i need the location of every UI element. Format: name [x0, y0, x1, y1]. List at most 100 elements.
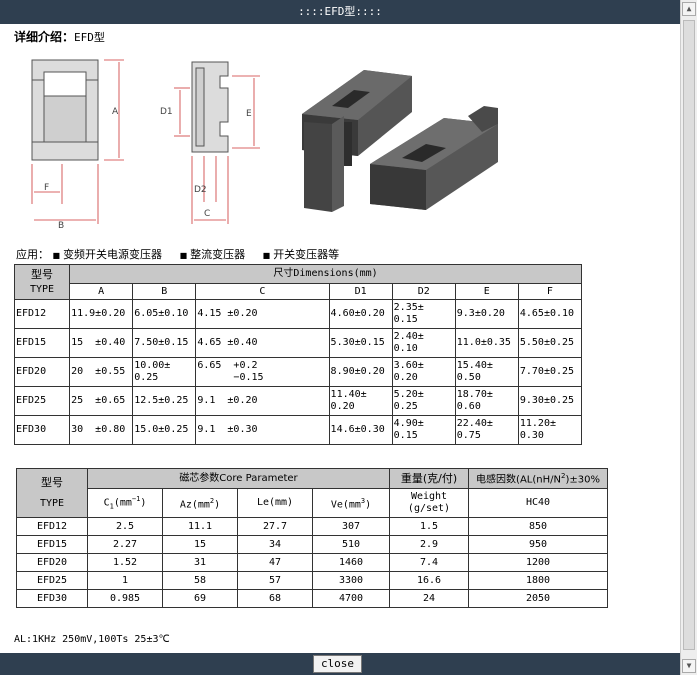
dimension-value: 5.30±0.15 — [330, 337, 385, 348]
dim-label-d2: D2 — [194, 185, 207, 195]
dimension-value: 9.30±0.25 — [519, 395, 575, 406]
dimension-value: 3.60± — [393, 360, 424, 371]
dimension-value: 6.05±0.10 — [134, 308, 189, 319]
dimension-value: 0.20 — [330, 401, 355, 412]
le-header: Le(mm) — [237, 488, 313, 518]
dimension-cell: 15.40±0.50 — [454, 357, 519, 387]
vertical-scrollbar[interactable]: ▲ ▼ — [680, 0, 697, 675]
dimensions-header: 尺寸Dimensions(mm) — [69, 264, 582, 284]
weight-cell: 7.4 — [389, 553, 469, 572]
dimension-cell: 18.70±0.60 — [454, 386, 519, 416]
dimension-cell: 6.65 +0.2 −0.15 — [195, 357, 330, 387]
al-cell: 850 — [468, 517, 608, 536]
bullet-icon: ■ — [262, 250, 271, 260]
table-header-row: C1(mm−1) Az(mm2) Le(mm) Ve(mm3) Weight(g… — [17, 488, 608, 518]
application-item: ■开关变压器等 — [262, 248, 340, 261]
inductance-header: 电感因数(AL(nH/N2)±30% — [468, 468, 608, 489]
dimension-value: 11.0±0.35 — [456, 337, 511, 348]
weight-cell: 2.9 — [389, 535, 469, 554]
dimension-value: 9.1 ±0.30 — [197, 424, 258, 435]
dimension-value: 0.10 — [393, 343, 418, 354]
window-titlebar: ::::EFD型:::: — [0, 0, 680, 24]
dimension-cell: 30 ±0.80 — [69, 415, 134, 445]
dimension-cell: 11.40±0.20 — [328, 386, 393, 416]
column-header: B — [132, 283, 197, 300]
type-cell: EFD15 — [13, 328, 71, 358]
dimension-value: 12.5±0.25 — [134, 395, 189, 406]
az-cell: 11.1 — [162, 517, 238, 536]
dimension-value: 15 ±0.40 — [71, 337, 126, 348]
ve-cell: 510 — [312, 535, 390, 554]
c1-cell: 1 — [87, 571, 163, 590]
dimension-cell: 9.1 ±0.20 — [195, 386, 330, 416]
detail-label: 详细介绍： — [14, 30, 75, 44]
column-header: A — [69, 283, 134, 300]
dimension-cell: 12.5±0.25 — [132, 386, 197, 416]
dimension-cell: 6.05±0.10 — [132, 299, 197, 329]
detail-heading: 详细介绍：EFD型 — [14, 28, 674, 45]
dimensions-table: 型号 TYPE 尺寸Dimensions(mm) A B C D1 D2 E F… — [13, 264, 583, 445]
material-header: HC40 — [468, 488, 608, 518]
column-header: F — [517, 283, 583, 300]
type-cell: EFD30 — [16, 589, 88, 608]
dimension-value: 11.20± — [519, 418, 556, 429]
dimension-value: 9.3±0.20 — [456, 308, 505, 319]
dimension-value: 4.65±0.10 — [519, 308, 575, 319]
dimension-value: 8.90±0.20 — [330, 366, 385, 377]
al-cell: 1800 — [468, 571, 608, 590]
type-header: 型号 TYPE — [16, 468, 88, 518]
type-cell: EFD25 — [16, 571, 88, 590]
applications-label: 应用： — [16, 248, 49, 261]
column-header: D2 — [391, 283, 456, 300]
type-cell: EFD25 — [13, 386, 71, 416]
c1-cell: 2.27 — [87, 535, 163, 554]
close-button[interactable]: close — [313, 655, 362, 673]
ve-cell: 307 — [312, 517, 390, 536]
bullet-icon: ■ — [52, 250, 61, 260]
dimension-value: 14.6±0.30 — [330, 424, 385, 435]
al-cell: 1200 — [468, 553, 608, 572]
dimension-cell: 22.40±0.75 — [454, 415, 519, 445]
dimension-value: 10.00± — [134, 360, 171, 371]
scroll-up-arrow-icon[interactable]: ▲ — [682, 2, 696, 16]
dimension-value: 0.20 — [393, 372, 418, 383]
scroll-thumb[interactable] — [683, 20, 695, 650]
dimension-value: 4.15 ±0.20 — [197, 308, 258, 319]
c1-header: C1(mm−1) — [87, 488, 163, 518]
type-header: 型号 TYPE — [13, 264, 71, 300]
le-cell: 57 — [237, 571, 313, 590]
dimension-cell: 2.35±0.15 — [391, 299, 456, 329]
dim-label-f: F — [44, 183, 49, 193]
dimension-cell: 9.30±0.25 — [517, 386, 583, 416]
c1-cell: 2.5 — [87, 517, 163, 536]
dimension-cell: 4.65±0.10 — [517, 299, 583, 329]
dim-label-d1: D1 — [160, 107, 173, 117]
type-cell: EFD20 — [16, 553, 88, 572]
dim-label-c: C — [204, 209, 210, 219]
front-view-drawing — [31, 59, 99, 161]
dimension-cell: 3.60±0.20 — [391, 357, 456, 387]
dimension-value: 0.25 — [134, 372, 159, 383]
application-item: ■变频开关电源变压器 — [52, 248, 163, 261]
dimension-cell: 11.9±0.20 — [69, 299, 134, 329]
dimension-value: 7.50±0.15 — [134, 337, 189, 348]
dimension-value: 15.0±0.25 — [134, 424, 189, 435]
application-item: ■整流变压器 — [179, 248, 246, 261]
dimension-value: 2.35± — [393, 302, 424, 313]
bullet-icon: ■ — [179, 250, 188, 260]
dimension-cell: 20 ±0.55 — [69, 357, 134, 387]
dimension-cell: 4.15 ±0.20 — [195, 299, 330, 329]
dimension-cell: 5.50±0.25 — [517, 328, 583, 358]
dimension-value: 4.60±0.20 — [330, 308, 385, 319]
le-cell: 34 — [237, 535, 313, 554]
dimension-value: 0.50 — [456, 372, 481, 383]
type-cell: EFD12 — [16, 517, 88, 536]
type-cell: EFD30 — [13, 415, 71, 445]
scroll-down-arrow-icon[interactable]: ▼ — [682, 659, 696, 673]
c1-cell: 1.52 — [87, 553, 163, 572]
az-cell: 15 — [162, 535, 238, 554]
dimension-value: 6.65 +0.2 — [197, 360, 258, 371]
